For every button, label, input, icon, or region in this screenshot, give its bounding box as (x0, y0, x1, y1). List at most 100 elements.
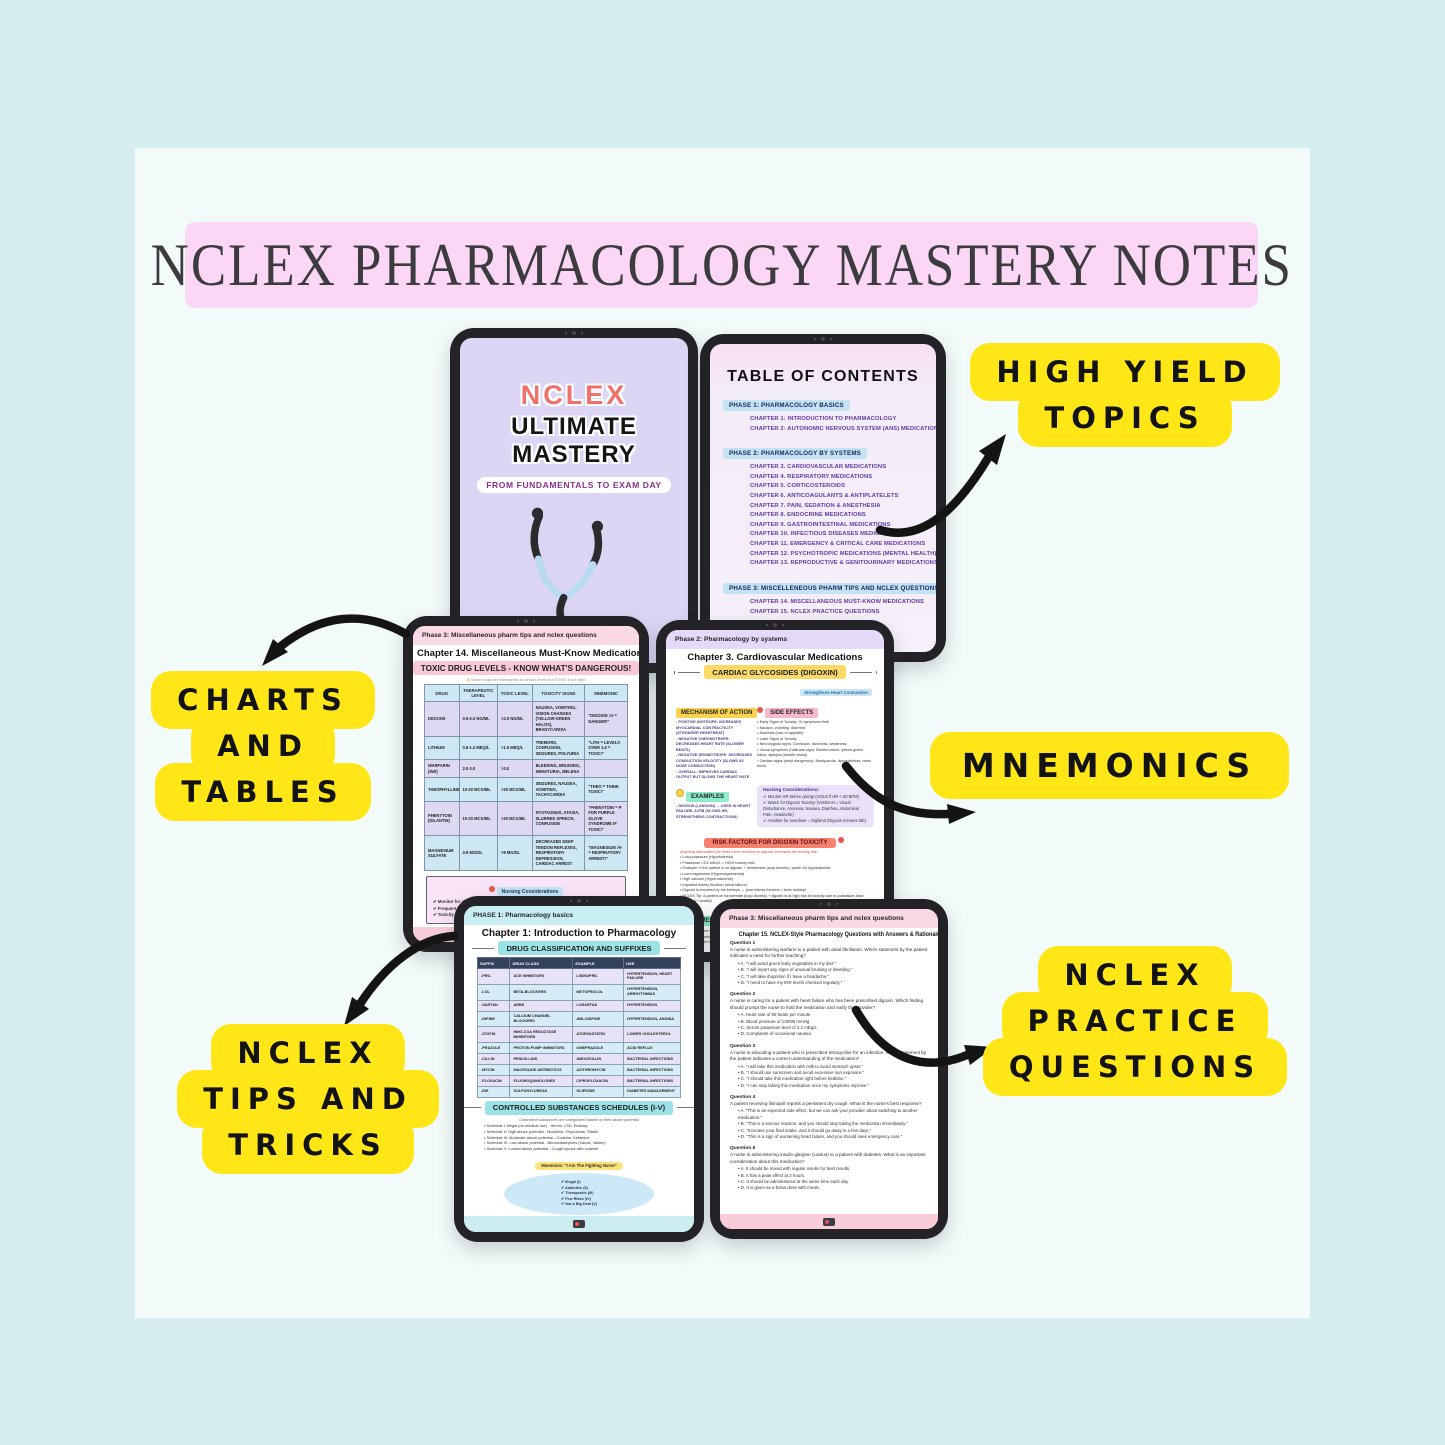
table-row: -SARTAN ARBS LOSARTAN HYPERTENSION (476, 999, 681, 1012)
toc-chapter-item: CHAPTER 9. GASTROINTESTINAL MEDICATIONS (750, 521, 891, 528)
cell-mnemonic: "DIGOXIN >2 = DANGER!" (584, 701, 628, 737)
cell-signs: NAUSEA, VOMITING, VISION CHANGES (YELLOW… (531, 701, 586, 737)
nursing-item: ✔ Antidote for overdose = Digibind (Digo… (763, 818, 866, 824)
ch3-page: Phase 2: Pharmacology by systems Chapter… (666, 630, 884, 952)
cell-signs: DECREASED DEEP TENDON REFLEXES, RESPIRAT… (531, 835, 586, 871)
tablet-ch1: PHASE 1: Pharmacology basics Chapter 1: … (454, 896, 704, 1242)
brand-logo (573, 1220, 585, 1228)
tablet-ch15: Phase 3: Miscellaneous pharm tips and nc… (710, 899, 948, 1239)
toc-chapter-item: CHAPTER 11. EMERGENCY & CRITICAL CARE ME… (750, 541, 926, 548)
cell-class: HMG-COA REDUCTASE INHIBITORS (509, 1026, 574, 1044)
question-label: Question 1 (730, 941, 756, 946)
tablet-camera-icon (570, 899, 588, 903)
chick-icon (676, 789, 684, 798)
ch1-footer (464, 1216, 694, 1232)
cell-suffix: -FLOXACIN (476, 1075, 511, 1087)
side-effects-label: SIDE EFFECTS (765, 708, 819, 718)
question-label: Question 2 (730, 992, 756, 998)
risk-caption: Anything that makes the heart more sensi… (680, 850, 818, 855)
moa-item: NEGATIVE DROMOTROPE: DECREASES CONDUCTIO… (676, 753, 752, 770)
tablet-cover: NCLEX ULTIMATE MASTERY FROM FUNDAMENTALS… (450, 328, 698, 673)
ch14-section-heading: TOXIC DRUG LEVELS - KNOW WHAT'S DANGEROU… (413, 661, 639, 675)
cell-class: SULFONYLUREAS (509, 1085, 574, 1098)
cell-toxic: >9 MG/DL (497, 835, 533, 871)
cell-example: AMLODIPINE (572, 1010, 625, 1028)
cell-class: FLUOROQUINOLONES (509, 1075, 574, 1087)
col-header: TOXICITY SIGNS (531, 684, 586, 702)
toc-phase-label: PHASE 3: MISCELLENEOUS PHARM TIPS AND NC… (723, 582, 936, 594)
answer-option: A. "This is an expected side effect, but… (738, 1108, 928, 1121)
ch3-title: Chapter 3. Cardiovascular Medications (687, 652, 863, 663)
question-block: Question 2 A nurse is caring for a patie… (730, 992, 928, 1037)
cell-class: ACE INHIBITORS (509, 968, 574, 985)
schedule-item: Schedule V: Lowest abuse potential - Cou… (484, 1146, 674, 1152)
toc-chapter-item: CHAPTER 5. CORTICOSTEROIDS (750, 483, 846, 490)
moa-item: OVERALL: IMPROVES CARDIAC OUTPUT BUT SLO… (676, 770, 752, 781)
side-effect-item: Anorexia (loss of appetite) (757, 731, 874, 737)
col-header: MNEMONIC (584, 684, 628, 702)
table-row: MAGNESIUM SULFATE 4-8 MG/DL >9 MG/DL DEC… (424, 835, 628, 871)
table-row: -LOL BETA-BLOCKERS METOPROLOL HYPERTENSI… (476, 983, 681, 1001)
cell-suffix: -MYCIN (476, 1064, 511, 1077)
cell-mnemonic (584, 759, 628, 779)
cell-mnemonic: "PHENYTOIN = P FOR PURPLE GLOVE SYNDROME… (584, 800, 628, 837)
arrow-charts (262, 614, 411, 666)
tablet-camera-icon (814, 337, 832, 341)
cell-class: ARBS (509, 999, 574, 1012)
arrow-mnemonics (841, 761, 976, 824)
sticker-line: HIGH YIELD (970, 343, 1280, 401)
ch3-section-heading: CARDIAC GLYCOSIDES (DIGOXIN) (704, 665, 846, 679)
col-header: EXAMPLE (572, 957, 625, 969)
cell-example: LISINOPRIL (572, 968, 625, 985)
table-row: THEOPHYLLINE 10-20 MCG/ML >20 MCG/ML SEI… (424, 777, 628, 802)
answer-option: C. It should be administered at the same… (738, 1179, 928, 1185)
question-stem: A nurse is administering insulin glargin… (730, 1152, 926, 1164)
ch15-page: Phase 3: Miscellaneous pharm tips and nc… (720, 909, 938, 1229)
cell-signs: TREMORS, CONFUSION, SEIZURES, POLYURIA (531, 735, 586, 761)
col-header: THERAPEUTIC LEVEL (458, 684, 499, 702)
side-effect-item: Neurological signs: Confusion, dizziness… (757, 742, 874, 748)
cell-suffix: -LOL (476, 983, 511, 1001)
cell-signs: NYSTAGMUS, ATAXIA, SLURRED SPEECH, CONFU… (531, 800, 586, 837)
risk-item: Low magnesium (Hypomagnesemia) (680, 872, 870, 878)
toc-chapter-item: CHAPTER 1: INTRODUCTION TO PHARMACOLOGY (750, 416, 897, 422)
sticker-mnemonics: MNEMONICS (929, 732, 1290, 799)
cell-class: PROTON PUMP INHIBITORS (509, 1042, 574, 1055)
question-block: Question 4 A patient receiving lisinopri… (730, 1095, 928, 1140)
cell-use: HYPERTENSION (623, 999, 681, 1012)
cell-example: METOPROLOL (572, 983, 625, 1001)
side-effect-item: Cardiac signs (most dangerous): Bradycar… (757, 759, 874, 770)
cell-use: BACTERIAL INFECTIONS (623, 1053, 681, 1066)
cover-subtitle: FROM FUNDAMENTALS TO EXAM DAY (477, 477, 671, 493)
col-header: SUFFIX (476, 957, 511, 969)
schedule-item: Schedule IV: Low abuse potential - Benzo… (484, 1140, 674, 1146)
toc-chapter-item: CHAPTER 13. REPRODUCTIVE & GENITOURINARY… (750, 560, 936, 567)
cell-suffix: -IDE (476, 1085, 511, 1098)
cell-example: CIPROFLOXACIN (572, 1075, 625, 1087)
table-row: WARFARIN (INR) 2.0-3.0 >3.0 BLEEDING, BR… (424, 759, 628, 779)
cell-use: HYPERTENSION, HEART FAILURE (623, 968, 681, 985)
tablet-camera-icon (766, 623, 784, 627)
title-banner: NCLEX PHARMACOLOGY MASTERY NOTES (150, 222, 1291, 308)
answer-option: C. "Increase your fluid intake, and it s… (738, 1128, 928, 1134)
sticker-line: QUESTIONS (982, 1038, 1288, 1096)
cell-suffix: -DIPINE (476, 1010, 511, 1028)
table-header-row: DRUG THERAPEUTIC LEVEL TOXIC LEVEL TOXIC… (424, 684, 628, 702)
answer-option: D. It is given as a bolus dose with meal… (738, 1185, 928, 1191)
cover-title: ULTIMATE MASTERY (511, 413, 637, 468)
risk-heading: RISK FACTORS FOR DIGOXIN TOXICITY (704, 838, 836, 849)
answer-option: A. "I will take this medication with mil… (738, 1064, 928, 1070)
moa-label: MECHANISM OF ACTION (676, 708, 758, 718)
ch1-section1-heading: DRUG CLASSIFICATION AND SUFFIXES (498, 941, 660, 955)
cell-example: OMEPRAZOLE (572, 1042, 625, 1055)
risk-item: Impaired kidney function (renal failure) (680, 883, 870, 889)
toc-phase: PHASE 2: PHARMACOLOGY BY SYSTEMS (723, 442, 936, 460)
col-header: DRUG (424, 684, 460, 702)
sticker-line: TRICKS (202, 1116, 414, 1174)
tablet-camera-icon (820, 902, 838, 906)
cell-therapeutic: 4-8 MG/DL (458, 835, 499, 871)
ch15-footer (720, 1214, 938, 1229)
nursing-item: ✔ Watch for Digoxin Toxicity! (VANDAH = … (763, 799, 859, 817)
